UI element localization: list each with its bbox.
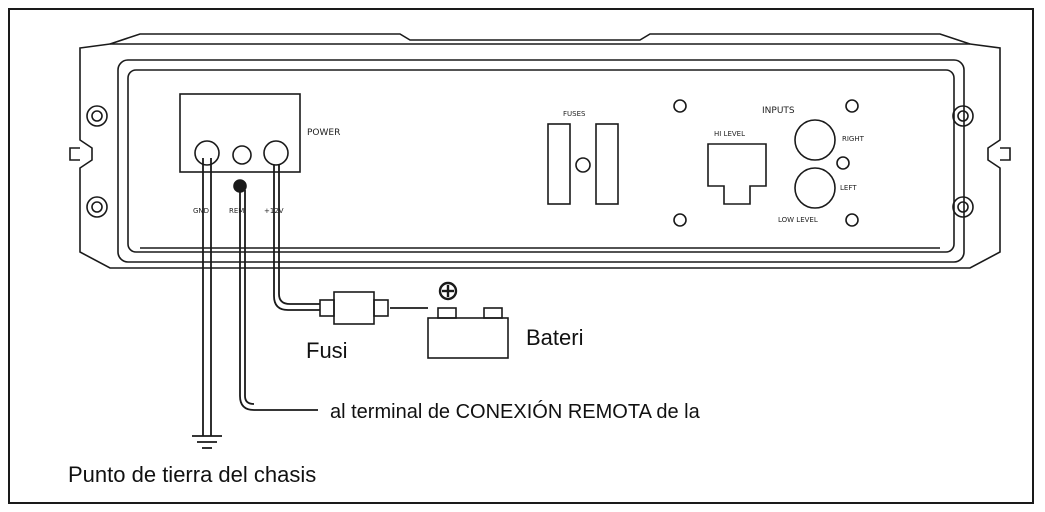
fuse-callout: Fusi [306, 338, 348, 363]
power-wire [273, 165, 320, 311]
rca-right-jack [794, 119, 836, 161]
fuse-cap-left [319, 299, 335, 317]
power-wire-inner [278, 165, 320, 305]
mounting-screws [86, 105, 974, 218]
plus-icon [438, 281, 458, 301]
amp-top-lip [109, 33, 971, 45]
fuse-body [333, 291, 375, 325]
screw-icon [91, 110, 103, 122]
right-label: RIGHT [842, 135, 865, 143]
inline-fuse [319, 291, 389, 325]
low-level-label: LOW LEVEL [778, 216, 818, 224]
amp-panel-outer [117, 59, 965, 263]
power-label: POWER [307, 128, 340, 138]
battery-body [427, 317, 509, 359]
outer-frame [8, 8, 1034, 504]
remote-wire [239, 190, 318, 411]
terminal-box [179, 93, 301, 173]
rem-terminal [232, 145, 252, 165]
plus12v-terminal [263, 140, 289, 166]
screw-icon [957, 201, 969, 213]
battery-positive-post [437, 307, 457, 319]
fuse-holder [547, 123, 619, 205]
screw-icon [86, 105, 108, 127]
battery [427, 281, 509, 359]
fuse-screw-icon [575, 157, 591, 173]
amplifier [69, 33, 1011, 269]
left-label: LEFT [840, 184, 857, 192]
power-terminal-block [179, 93, 301, 193]
inputs-label: INPUTS [762, 106, 795, 116]
panel-screw-icon [845, 99, 859, 113]
right-notch [1000, 147, 1011, 161]
fuse-left [547, 123, 571, 205]
screw-icon [91, 201, 103, 213]
fuse-cap-right [373, 299, 389, 317]
fuses-label: FUSES [563, 110, 586, 118]
panel-screw-icon [673, 213, 687, 227]
fuse-right [595, 123, 619, 205]
panel-screw-icon [836, 156, 850, 170]
inputs-section [673, 99, 859, 227]
amp-body-outline [79, 43, 1001, 269]
screw-icon [957, 110, 969, 122]
screw-icon [86, 196, 108, 218]
wiring [202, 158, 428, 436]
amp-panel-inner [127, 69, 955, 253]
left-notch [69, 147, 80, 161]
remote-wire-inner [244, 190, 255, 405]
panel-screw-icon [673, 99, 687, 113]
remote-callout: al terminal de CONEXIÓN REMOTA de la [330, 400, 701, 423]
hi-level-connector [707, 143, 767, 205]
panel-screw-icon [845, 213, 859, 227]
ground-icon [192, 435, 222, 449]
battery-callout: Bateri [526, 325, 583, 350]
hi-level-label: HI LEVEL [714, 130, 745, 138]
gnd-terminal [194, 140, 220, 166]
rca-left-jack [794, 167, 836, 209]
gnd-label: GND [193, 207, 209, 215]
battery-negative-post [483, 307, 503, 319]
ground-callout: Punto de tierra del chasis [68, 462, 316, 487]
rem-label: REM [229, 207, 244, 215]
screw-icon [952, 196, 974, 218]
screw-icon [952, 105, 974, 127]
